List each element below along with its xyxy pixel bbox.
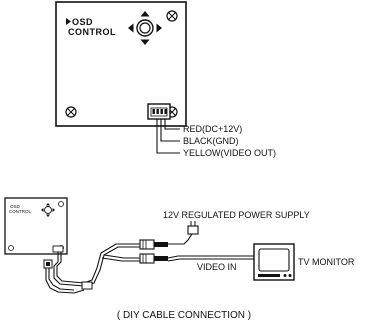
small-osd-label-line2: CONTROL (9, 209, 31, 214)
video-in-label: VIDEO IN (197, 262, 237, 272)
camera-board: OSD CONTROL (55, 1, 187, 127)
small-connector-icon (52, 245, 64, 253)
wire-label-red: RED(DC+12V) (183, 124, 242, 134)
tv-monitor-label: TV MONITOR (298, 257, 355, 267)
connector-icon (147, 103, 171, 120)
osd-joystick-icon[interactable] (128, 11, 162, 45)
small-camera-board: OSD CONTROL (4, 197, 68, 255)
small-osd-joystick-icon (41, 203, 55, 217)
screw-icon (65, 106, 77, 118)
connector-plug-icon (43, 259, 53, 269)
tv-monitor-icon (253, 243, 295, 281)
osd-label-line2: CONTROL (68, 27, 116, 37)
power-plug-icon (187, 221, 199, 235)
ferrite-icon (81, 281, 93, 290)
wire-label-yellow: YELLOW(VIDEO OUT) (183, 148, 276, 158)
rca-plug-icon (139, 253, 168, 264)
wire-leads (156, 119, 180, 154)
diagram-caption: ( DIY CABLE CONNECTION ) (117, 310, 251, 321)
osd-arrow-icon (66, 18, 71, 25)
osd-label-line1: OSD (72, 17, 93, 27)
power-supply-label: 12V REGULATED POWER SUPPLY (163, 210, 310, 220)
wire-label-black: BLACK(GND) (183, 136, 239, 146)
dc-plug-icon (139, 239, 168, 250)
screw-icon (166, 10, 178, 22)
small-osd-label-line1: OSD (10, 204, 21, 209)
